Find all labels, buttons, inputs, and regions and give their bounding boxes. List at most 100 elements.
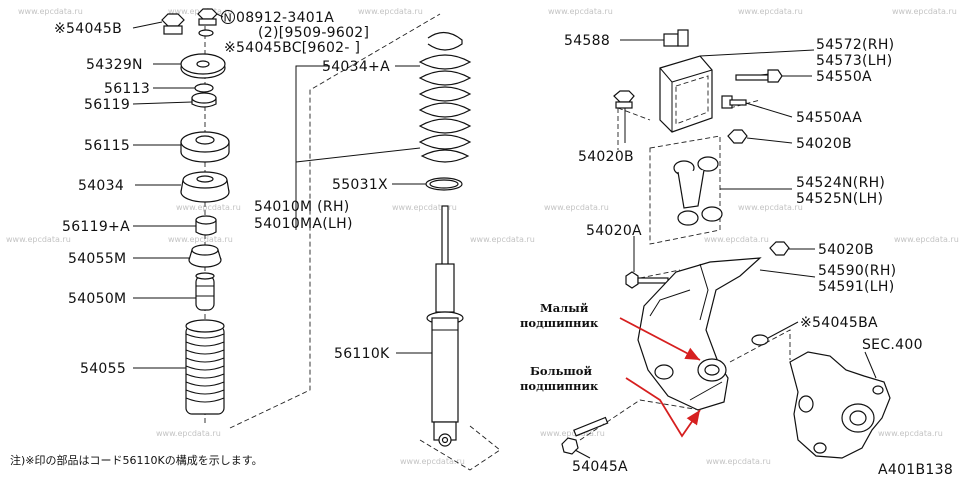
label-54550aa: 54550AA (796, 110, 862, 126)
label-56113: 56113 (104, 81, 150, 97)
bracket-54572 (659, 55, 713, 133)
watermark-text: www.epcdata.ru (6, 235, 71, 244)
label-54010ma: 54010MA(LH) (254, 216, 353, 232)
nut-54020b-right-upper (727, 129, 748, 144)
footnote: 注)※印の部品はコード56110Kの構成を示します。 (10, 453, 263, 467)
steering-knuckle-sec400 (789, 351, 891, 459)
svg-text:N: N (224, 12, 233, 25)
leaders-left (132, 13, 224, 369)
dust-boot-54055 (185, 319, 225, 415)
watermark-text: www.epcdata.ru (540, 429, 605, 438)
label-56119a: 56119+A (62, 219, 130, 235)
bearing-annotations: Малый подшипник Большой подшипник (520, 301, 701, 438)
bolt-54045a (561, 416, 609, 455)
watermark-text: www.epcdata.ru (738, 203, 803, 212)
watermark-text: www.epcdata.ru (892, 7, 957, 16)
circled-letter-n-icon: N (221, 10, 235, 25)
bushing-56119a (195, 215, 217, 236)
watermark-text: www.epcdata.ru (738, 7, 803, 16)
snap-ring-55031x (425, 177, 463, 191)
label-54572: 54572(RH) (816, 37, 894, 53)
upper-mount-stack (161, 8, 441, 429)
watermark-text: www.epcdata.ru (176, 203, 241, 212)
nut-08912-3401a (197, 8, 218, 26)
nut-54045b (161, 13, 185, 35)
leaders-middle (295, 65, 432, 354)
link-dashed-box (649, 135, 721, 245)
label-54020b-upper: 54020B (796, 136, 852, 152)
label-54045bc: ※54045BC[9602- ] (224, 40, 360, 56)
labels-right: 54588 54572(RH) 54573(LH) 54550A 54550AA… (564, 33, 923, 475)
watermark-text: www.epcdata.ru (400, 457, 465, 466)
diagram-code: A401B138 (878, 462, 953, 478)
link-54524n (673, 156, 723, 226)
bump-stop-54050m (195, 272, 215, 311)
label-54034: 54034 (78, 178, 124, 194)
watermark-text: www.epcdata.ru (168, 235, 233, 244)
label-08912-quantity: (2)[9509-9602] (258, 25, 369, 41)
label-54050m: 54050M (68, 291, 126, 307)
bolt-54550aa (721, 95, 747, 109)
watermark-text: www.epcdata.ru (18, 7, 83, 16)
watermark-text: www.epcdata.ru (470, 235, 535, 244)
watermark-text: www.epcdata.ru (544, 203, 609, 212)
bushing-56119 (191, 92, 217, 108)
label-54034a: 54034+A (322, 59, 390, 75)
label-56119: 56119 (84, 97, 130, 113)
label-54020b-left: 54020B (578, 149, 634, 165)
clip-54588 (663, 29, 689, 47)
lower-control-arm-54590 (637, 257, 762, 411)
assembly-dashed-right (579, 99, 791, 441)
bump-stop-seat-54055m (188, 244, 222, 268)
labels-middle: 54034+A 54010M (RH) 54010MA(LH) 55031X 5… (254, 59, 390, 362)
watermark-text: www.epcdata.ru (548, 7, 613, 16)
annotation-big-bearing-line1: Большой (530, 364, 592, 378)
label-sec400: SEC.400 (862, 337, 923, 353)
watermark-text: www.epcdata.ru (706, 457, 771, 466)
label-54045b: ※54045B (54, 21, 122, 37)
assembly-bracket-dashed (229, 13, 441, 429)
label-54055m: 54055M (68, 251, 126, 267)
mount-56115 (180, 131, 230, 163)
annotation-small-bearing-line2: подшипник (520, 316, 599, 330)
label-54045ba: ※54045BA (800, 315, 878, 331)
label-54020a: 54020A (586, 223, 642, 239)
label-55031x: 55031X (332, 177, 388, 193)
label-54573: 54573(LH) (816, 53, 893, 69)
annotation-big-bearing-line2: подшипник (520, 379, 599, 393)
label-08912-3401a: 08912-3401A (236, 10, 334, 26)
label-54329n: 54329N (86, 57, 143, 73)
watermark-text: www.epcdata.ru (358, 7, 423, 16)
label-54524n: 54524N(RH) (796, 175, 885, 191)
coil-spring-54010m (418, 31, 472, 163)
label-54588: 54588 (564, 33, 610, 49)
label-54055: 54055 (80, 361, 126, 377)
plate-54329n (180, 53, 226, 79)
label-54010m: 54010M (RH) (254, 199, 350, 215)
label-56115: 56115 (84, 138, 130, 154)
washer-56113 (194, 83, 214, 93)
label-54020b-lower: 54020B (818, 242, 874, 258)
nut-54020b-left (613, 90, 635, 109)
labels-left: ※54045B N 08912-3401A (2)[9509-9602] ※54… (54, 10, 369, 377)
watermark-text: www.epcdata.ru (704, 235, 769, 244)
washer-54045ba (751, 334, 769, 346)
watermark-text: www.epcdata.ru (156, 429, 221, 438)
bolt-54550a (735, 69, 783, 83)
watermark-layer: www.epcdata.ru www.epcdata.ru www.epcdat… (6, 7, 959, 466)
label-54550a: 54550A (816, 69, 872, 85)
watermark-text: www.epcdata.ru (392, 203, 457, 212)
red-arrow-small-bearing (619, 317, 701, 361)
watermark-text: www.epcdata.ru (878, 429, 943, 438)
label-54525n: 54525N(LH) (796, 191, 883, 207)
seat-54034 (180, 171, 230, 203)
label-56110k: 56110K (334, 346, 390, 362)
leaders-right (574, 39, 877, 459)
annotation-small-bearing-line1: Малый (540, 301, 589, 315)
nut-54020b-right-lower (769, 241, 790, 256)
red-arrow-big-bearing (625, 377, 701, 438)
shock-absorber-56110k (419, 205, 501, 471)
washer-top (198, 29, 214, 37)
watermark-text: www.epcdata.ru (894, 235, 959, 244)
